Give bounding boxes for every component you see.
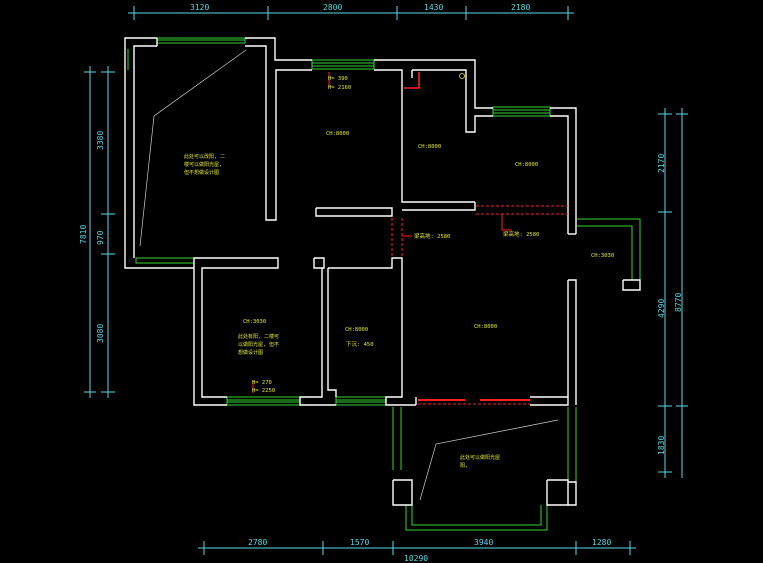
note-room-bottom-left: 此处有阳, 二楼可 以做阳光屋, 但不 想做设计图 [238, 333, 279, 356]
fixture-circle [459, 73, 465, 79]
walls [124, 37, 641, 506]
room-label-3: CH:8000 [515, 162, 538, 168]
note-balcony-left: 此处可以改阳, 二 楼可以做阳光屋, 但不想做设计图 [184, 153, 225, 176]
dim-top-3: 1430 [424, 3, 443, 12]
note-balcony-left-line-1: 此处可以改阳, 二 [184, 153, 225, 160]
dim-left-3: 3080 [96, 324, 105, 343]
note-balcony-left-line-2: 楼可以做阳光屋, [184, 161, 222, 168]
room-label-5: CH:3030 [243, 319, 266, 325]
dim-right-3: 1830 [657, 436, 666, 455]
dim-left-1: 3380 [96, 131, 105, 150]
dim-bottom-2: 1570 [350, 538, 369, 547]
dim-top-1: 3120 [190, 3, 209, 12]
note-balcony-bottom: 此处可以做阳光屋 阳, [460, 454, 500, 469]
beam-markers [252, 72, 568, 405]
dim-right-total: 8770 [674, 293, 683, 312]
note-balcony-bottom-line-2: 阳, [460, 462, 468, 469]
window-mark-top-hw: H= 2160 [328, 85, 351, 91]
room-label-7: CH:8000 [474, 324, 497, 330]
dim-bottom-1: 2780 [248, 538, 267, 547]
dim-right-1: 2170 [657, 154, 666, 173]
beam-label-1: 梁高地: 2580 [414, 232, 450, 240]
dim-left-total: 7810 [79, 225, 88, 244]
dim-top-2: 2800 [323, 3, 342, 12]
room-label-4: CH:3030 [591, 253, 614, 259]
beam-label-2: 梁高地: 2580 [503, 230, 539, 238]
window-mark-top-h: H= 390 [328, 76, 348, 82]
note-balcony-bottom-line-1: 此处可以做阳光屋 [460, 454, 500, 461]
dim-bottom-total: 10290 [404, 554, 428, 563]
dim-right-2: 4290 [657, 299, 666, 318]
window-lines [127, 37, 641, 531]
room-label-1: CH:8000 [326, 131, 349, 137]
dim-bottom-4: 1280 [592, 538, 611, 547]
dimension-lines [84, 6, 688, 555]
note-room-bottom-left-line-1: 此处有阳, 二楼可 [238, 333, 279, 340]
room-label-2: CH:8000 [418, 144, 441, 150]
window-mark-bottom-hw: H= 2250 [252, 388, 275, 394]
window-mark-bottom-h: H= 270 [252, 380, 272, 386]
dim-top-4: 2180 [511, 3, 530, 12]
dim-bottom-3: 3940 [474, 538, 493, 547]
note-room-bottom-left-line-2: 以做阳光屋, 但不 [238, 341, 279, 348]
note-balcony-left-line-3: 但不想做设计图 [184, 169, 219, 176]
room-label-6: CH:8000 [345, 327, 368, 333]
note-room-bottom-left-line-3: 想做设计图 [238, 349, 263, 356]
closet-note: 下沉: 450 [346, 340, 374, 348]
balcony-diagonals [139, 49, 559, 501]
dim-left-2: 970 [96, 230, 105, 245]
